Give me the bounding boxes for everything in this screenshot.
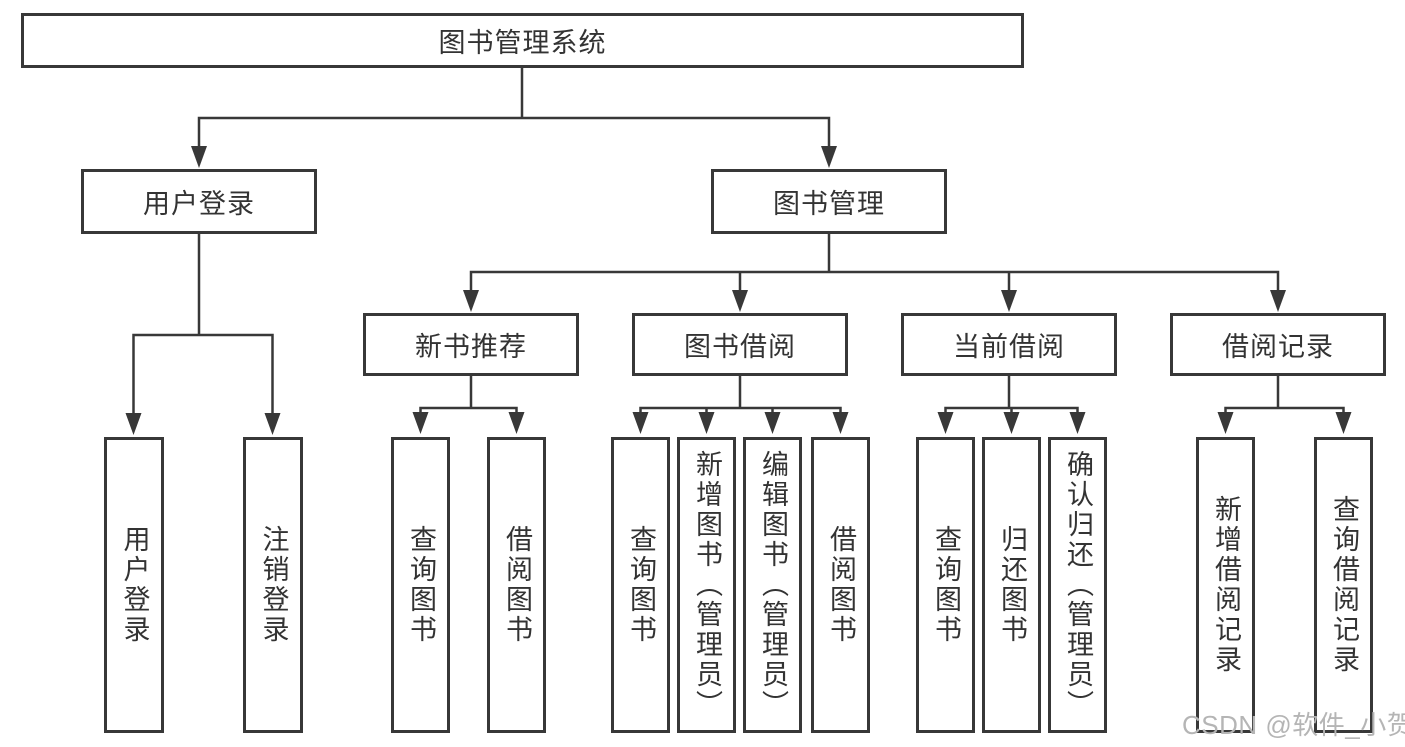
leaf-borrow-books: 借阅图书 [811,437,870,733]
leaf-return-book: 归还图书 [982,437,1041,733]
leaf-add-borrow-record: 新增借阅记录 [1196,437,1255,733]
node-root: 图书管理系统 [21,13,1024,68]
node-book-borrow: 图书借阅 [632,313,848,376]
leaf-confirm-return-admin: 确认归还（管理员） [1048,437,1107,733]
leaf-query-books-recommend: 查询图书 [391,437,450,733]
node-new-book-recommend: 新书推荐 [363,313,579,376]
node-book-management: 图书管理 [711,169,947,234]
leaf-borrow-books-recommend: 借阅图书 [487,437,546,733]
watermark: CSDN @软件_小贺同学 [1182,710,1405,740]
leaf-logout: 注销登录 [243,437,303,733]
node-borrow-records: 借阅记录 [1170,313,1386,376]
leaf-query-books-borrow: 查询图书 [611,437,670,733]
leaf-edit-book-admin: 编辑图书（管理员） [743,437,802,733]
node-user-login: 用户登录 [81,169,317,234]
node-current-borrow: 当前借阅 [901,313,1117,376]
leaf-query-borrow-record: 查询借阅记录 [1314,437,1373,733]
leaf-add-book-admin: 新增图书（管理员） [677,437,736,733]
leaf-query-books-current: 查询图书 [916,437,975,733]
leaf-user-login: 用户登录 [104,437,164,733]
